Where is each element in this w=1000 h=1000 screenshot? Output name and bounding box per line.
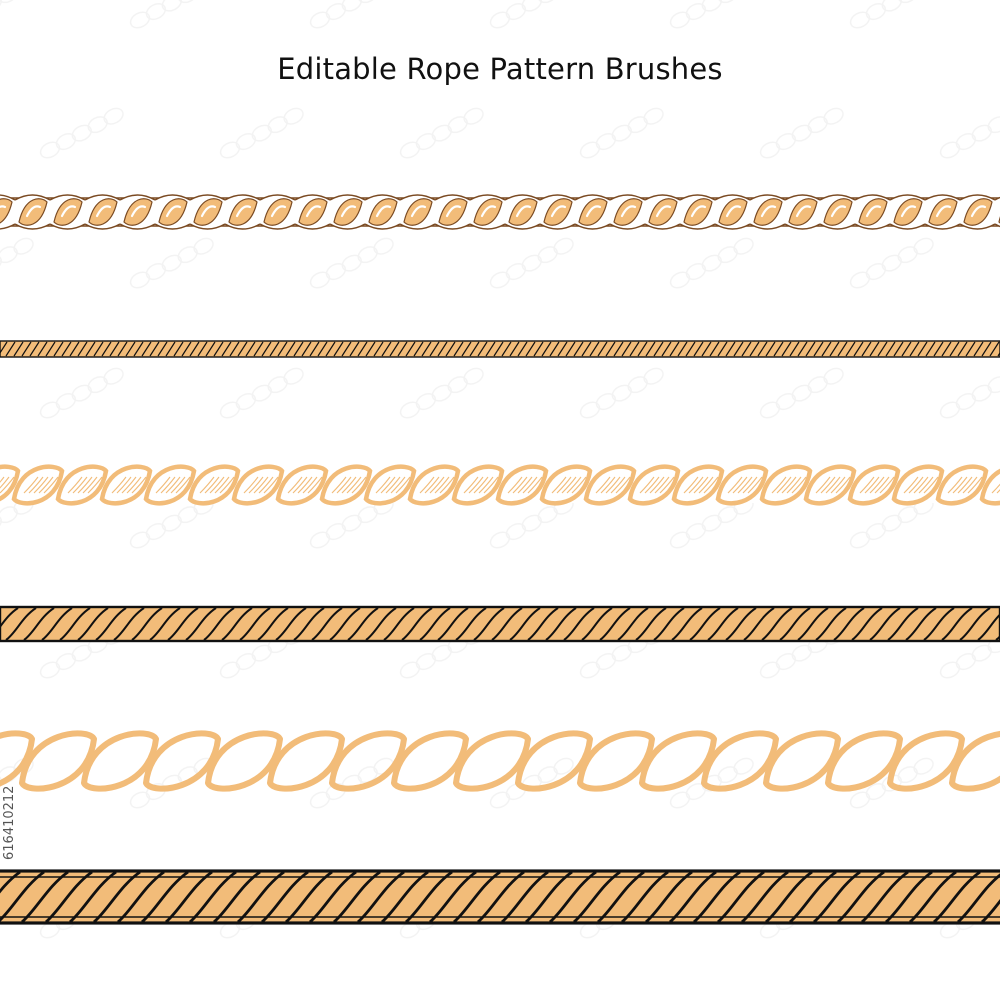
rope-brush-4 [0, 605, 1000, 643]
stock-id-label: 616410212 [2, 785, 17, 860]
rope-brush-1 [0, 194, 1000, 230]
page-title: Editable Rope Pattern Brushes [277, 52, 723, 86]
rope-brush-3 [0, 464, 1000, 506]
rope-brush-2 [0, 340, 1000, 358]
rope-brush-5 [0, 730, 1000, 792]
rope-brush-6 [0, 869, 1000, 925]
